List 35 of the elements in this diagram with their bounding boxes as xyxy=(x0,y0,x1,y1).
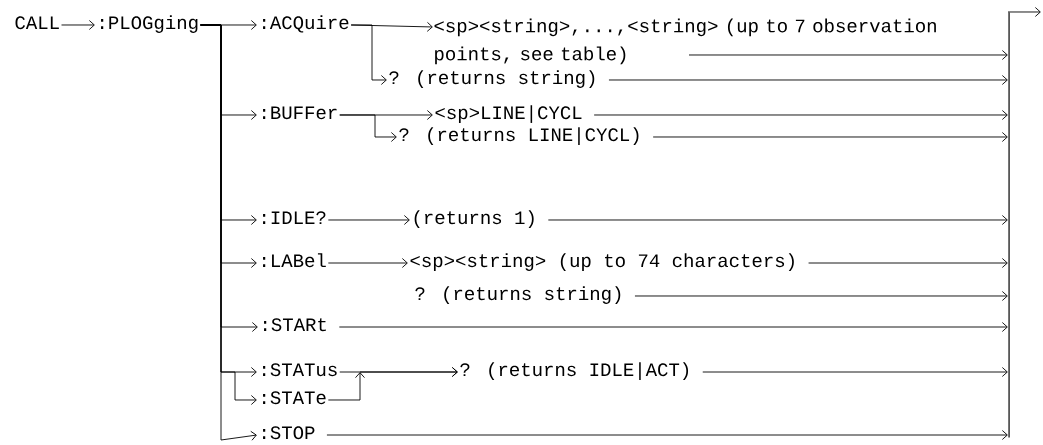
parameter-text: (returns 1) xyxy=(414,210,534,228)
arrow xyxy=(608,75,1008,85)
arrow xyxy=(61,20,95,30)
syntax-keyword: :LABel xyxy=(263,253,326,268)
parameter-text: <sp><string> (up to 74 characters) xyxy=(410,253,794,271)
parameter-text: ? (returns string) xyxy=(415,286,621,304)
parameter-text: <sp><string>,...,<string> (up to 7 observation points, see table) xyxy=(434,18,936,65)
syntax-keyword: CALL xyxy=(15,16,59,30)
arrow xyxy=(327,258,408,268)
syntax-keyword: :ACQuire xyxy=(263,15,349,33)
arrow xyxy=(338,322,1008,332)
arrow xyxy=(350,24,387,85)
arrow xyxy=(702,367,1008,377)
arrow xyxy=(634,291,1008,301)
arrow xyxy=(652,132,1008,142)
syntax-keyword: :STARt xyxy=(264,318,326,332)
arrow xyxy=(326,430,1008,440)
syntax-keyword: :STATe xyxy=(263,391,326,405)
arrow xyxy=(355,367,458,401)
arrow xyxy=(1007,7,1041,17)
parameter-text: ? (returns LINE|CYCL) xyxy=(399,127,639,145)
syntax-keyword: :PLOGging xyxy=(101,15,198,33)
arrow xyxy=(327,215,410,225)
syntax-keyword: :STATus xyxy=(263,363,337,377)
parameter-text: <sp>LINE|CYCL xyxy=(435,105,582,123)
arrow xyxy=(593,110,1008,120)
arrow xyxy=(808,258,1008,268)
syntax-keyword: :IDLE? xyxy=(263,211,326,224)
arrow xyxy=(339,114,397,142)
syntax-keyword: :BUFFer xyxy=(263,106,337,120)
syntax-keyword: :STOP xyxy=(263,426,315,440)
parameter-text: ? (returns IDLE|ACT) xyxy=(460,362,689,380)
parameter-text: ? (returns string) xyxy=(389,70,595,88)
arrow xyxy=(688,50,1008,60)
arrow xyxy=(547,215,1008,225)
